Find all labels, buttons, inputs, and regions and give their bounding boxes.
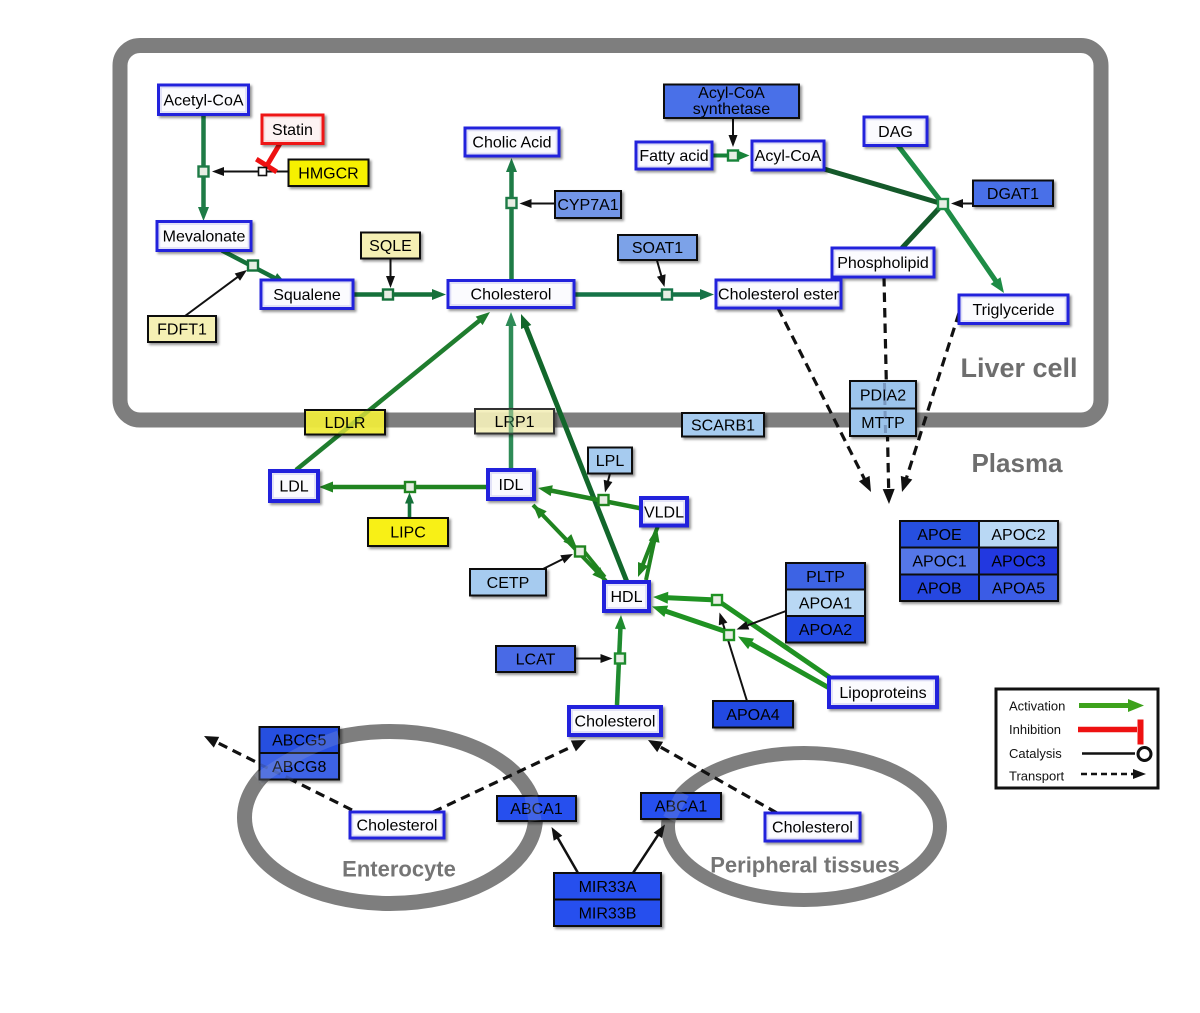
- svg-text:APOC2: APOC2: [991, 527, 1045, 544]
- svg-text:Inhibition: Inhibition: [1009, 722, 1061, 737]
- svg-text:Activation: Activation: [1009, 699, 1065, 714]
- svg-text:Acetyl-CoA: Acetyl-CoA: [163, 92, 243, 109]
- svg-text:Triglyceride: Triglyceride: [972, 302, 1054, 319]
- svg-text:APOC1: APOC1: [912, 554, 966, 571]
- svg-text:ABCG5: ABCG5: [272, 733, 326, 750]
- svg-text:Mevalonate: Mevalonate: [163, 229, 246, 246]
- svg-text:PLTP: PLTP: [806, 569, 845, 586]
- svg-text:DGAT1: DGAT1: [987, 186, 1039, 203]
- svg-text:LDL: LDL: [279, 479, 308, 496]
- svg-text:APOA5: APOA5: [992, 580, 1045, 597]
- svg-text:Lipoproteins: Lipoproteins: [839, 685, 926, 702]
- svg-text:Acyl-CoA: Acyl-CoA: [755, 148, 822, 165]
- svg-text:APOA2: APOA2: [799, 622, 852, 639]
- svg-text:MIR33A: MIR33A: [579, 879, 637, 896]
- svg-text:Fatty acid: Fatty acid: [639, 148, 708, 165]
- svg-text:ABCA1: ABCA1: [510, 801, 563, 818]
- svg-text:Peripheral tissues: Peripheral tissues: [710, 853, 900, 878]
- svg-text:MTTP: MTTP: [861, 415, 905, 432]
- svg-text:Transport: Transport: [1009, 769, 1065, 784]
- svg-text:LRP1: LRP1: [494, 414, 534, 431]
- svg-text:Cholesterol: Cholesterol: [575, 714, 656, 731]
- svg-text:Cholesterol: Cholesterol: [357, 818, 438, 835]
- svg-text:Catalysis: Catalysis: [1009, 746, 1062, 761]
- svg-text:CETP: CETP: [487, 575, 530, 592]
- svg-text:Liver cell: Liver cell: [960, 353, 1077, 383]
- svg-text:MIR33B: MIR33B: [579, 905, 637, 922]
- svg-text:SCARB1: SCARB1: [691, 417, 755, 434]
- svg-text:APOE: APOE: [917, 527, 961, 544]
- svg-text:Squalene: Squalene: [273, 287, 341, 304]
- svg-text:LCAT: LCAT: [516, 652, 556, 669]
- svg-text:Cholesterol: Cholesterol: [772, 820, 853, 837]
- svg-text:CYP7A1: CYP7A1: [557, 197, 618, 214]
- svg-text:LPL: LPL: [596, 453, 625, 470]
- svg-text:HMGCR: HMGCR: [298, 165, 358, 182]
- svg-text:Acyl-CoA: Acyl-CoA: [698, 85, 765, 102]
- svg-text:LDLR: LDLR: [325, 415, 366, 432]
- svg-text:SOAT1: SOAT1: [632, 240, 683, 257]
- svg-text:Statin: Statin: [272, 122, 313, 139]
- svg-text:Cholesterol: Cholesterol: [471, 287, 552, 304]
- svg-text:SQLE: SQLE: [369, 238, 412, 255]
- svg-text:Cholic Acid: Cholic Acid: [472, 135, 551, 152]
- svg-text:Phospholipid: Phospholipid: [837, 255, 929, 272]
- svg-text:FDFT1: FDFT1: [157, 322, 207, 339]
- svg-text:APOB: APOB: [917, 580, 961, 597]
- svg-text:IDL: IDL: [499, 477, 524, 494]
- svg-text:APOA1: APOA1: [799, 595, 852, 612]
- svg-text:Enterocyte: Enterocyte: [342, 857, 456, 882]
- svg-text:VLDL: VLDL: [644, 504, 684, 521]
- svg-text:APOA4: APOA4: [726, 707, 779, 724]
- svg-text:APOC3: APOC3: [991, 554, 1045, 571]
- svg-text:ABCA1: ABCA1: [655, 799, 708, 816]
- svg-text:HDL: HDL: [610, 589, 642, 606]
- svg-text:synthetase: synthetase: [693, 101, 770, 118]
- svg-text:Plasma: Plasma: [971, 448, 1063, 478]
- svg-text:ABCG8: ABCG8: [272, 759, 326, 776]
- svg-text:LIPC: LIPC: [390, 525, 426, 542]
- svg-text:DAG: DAG: [878, 124, 913, 141]
- svg-text:PDIA2: PDIA2: [860, 387, 906, 404]
- svg-text:Cholesterol ester: Cholesterol ester: [718, 287, 840, 304]
